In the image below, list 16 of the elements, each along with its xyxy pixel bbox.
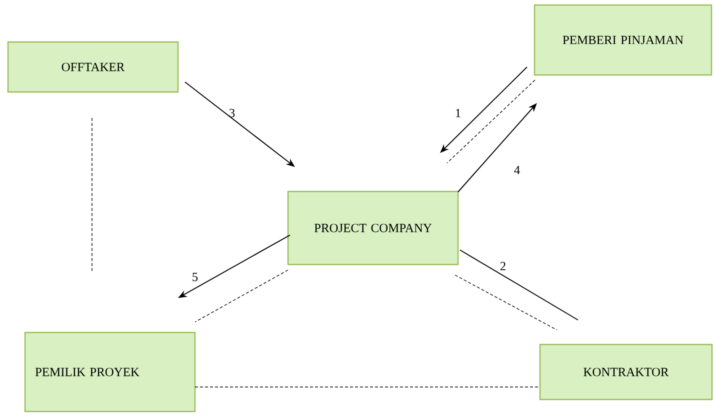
process-box: KONTRAKTOR xyxy=(539,344,713,400)
dashed-line xyxy=(446,80,536,164)
dashed-line xyxy=(454,274,558,330)
process-box: PROJECT COMPANY xyxy=(287,190,459,266)
edge-label: 4 xyxy=(514,166,520,174)
arrow xyxy=(440,66,528,153)
process-box: OFFTAKER xyxy=(7,41,179,93)
edge-label: 1 xyxy=(456,108,460,118)
edge-label: 3 xyxy=(229,108,235,118)
process-box: PEMILIK PROYEK xyxy=(24,332,196,412)
connector-line xyxy=(460,250,578,320)
dashed-line xyxy=(194,386,540,388)
dashed-line xyxy=(194,270,288,322)
process-box: PEMBERI PINJAMAN xyxy=(534,4,712,76)
edge-label: 5 xyxy=(192,272,198,282)
edge-label: 2 xyxy=(500,262,506,270)
